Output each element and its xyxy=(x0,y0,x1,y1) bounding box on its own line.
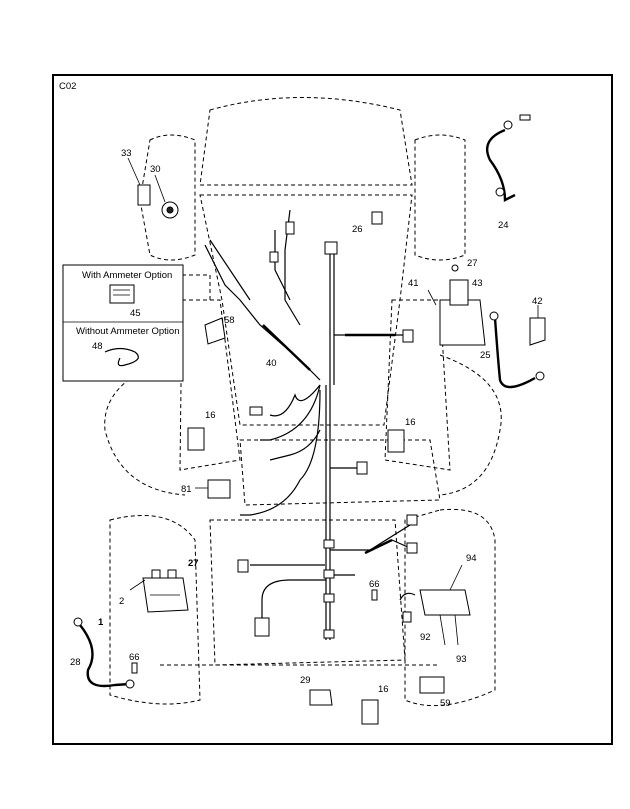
part-16-switch-bottom: 16 xyxy=(361,684,389,725)
svg-text:27: 27 xyxy=(467,258,478,269)
svg-text:81: 81 xyxy=(181,484,192,495)
battery: 27 2 1 xyxy=(98,558,199,628)
svg-text:24: 24 xyxy=(498,220,509,231)
part-25-cable: 25 xyxy=(480,311,545,389)
part-24-battery-cable: 24 xyxy=(485,114,531,231)
part-66-screw-left: 66 xyxy=(129,652,140,674)
svg-text:2: 2 xyxy=(119,596,124,607)
part-42-boot: 42 xyxy=(529,296,546,346)
svg-text:59: 59 xyxy=(440,698,451,709)
svg-text:16: 16 xyxy=(205,410,216,421)
svg-text:27: 27 xyxy=(188,558,199,569)
part-41-screw: 41 xyxy=(408,278,437,306)
svg-text:16: 16 xyxy=(378,684,389,695)
svg-text:41: 41 xyxy=(408,278,419,289)
part-16-switch-left: 16 xyxy=(187,410,216,451)
svg-text:66: 66 xyxy=(129,652,140,663)
part-93-screws: 93 xyxy=(439,614,467,665)
part-92-clip: 92 xyxy=(399,592,431,643)
svg-text:16: 16 xyxy=(405,417,416,428)
diagram-frame xyxy=(52,74,613,745)
svg-text:58: 58 xyxy=(224,315,235,326)
svg-text:33: 33 xyxy=(121,148,132,159)
jumper-wire-icon xyxy=(104,347,139,367)
part-26-connector: 26 xyxy=(352,211,383,235)
part-28-battery-cable: 28 xyxy=(70,617,135,689)
svg-text:94: 94 xyxy=(466,553,477,564)
part-label-45: 45 xyxy=(130,308,141,319)
part-29-switch: 29 xyxy=(300,675,333,706)
part-58-relay: 58 xyxy=(204,315,235,345)
svg-text:42: 42 xyxy=(532,296,543,307)
part-33-switch: 33 xyxy=(121,148,151,206)
part-43-solenoid-bracket: 43 xyxy=(439,278,486,346)
svg-text:25: 25 xyxy=(480,350,491,361)
part-label-40: 40 xyxy=(266,358,277,369)
page-code: C02 xyxy=(59,81,76,92)
wire-harness xyxy=(204,209,418,640)
part-16-switch-right: 16 xyxy=(387,417,416,453)
svg-text:30: 30 xyxy=(150,164,161,175)
svg-text:43: 43 xyxy=(472,278,483,289)
option-legend-box: With Ammeter Option 45 Without Ammeter O… xyxy=(62,264,184,382)
part-81-relay: 81 xyxy=(181,479,231,499)
part-27-bolt: 27 xyxy=(451,258,478,272)
svg-text:29: 29 xyxy=(300,675,311,686)
svg-text:28: 28 xyxy=(70,657,81,668)
part-30-ignition-switch: 30 xyxy=(150,164,179,219)
legend-no-ammeter-title: Without Ammeter Option xyxy=(76,326,179,337)
svg-text:92: 92 xyxy=(420,632,431,643)
legend-ammeter-title: With Ammeter Option xyxy=(82,270,172,281)
part-66-screw-right: 66 xyxy=(369,579,380,601)
part-94-pto-switch: 94 xyxy=(419,553,477,616)
svg-text:93: 93 xyxy=(456,654,467,665)
svg-text:66: 66 xyxy=(369,579,380,590)
ammeter-icon xyxy=(109,284,135,304)
svg-text:26: 26 xyxy=(352,224,363,235)
svg-text:1: 1 xyxy=(98,617,104,628)
part-59-relay: 59 xyxy=(419,676,451,709)
part-label-48: 48 xyxy=(92,341,103,352)
